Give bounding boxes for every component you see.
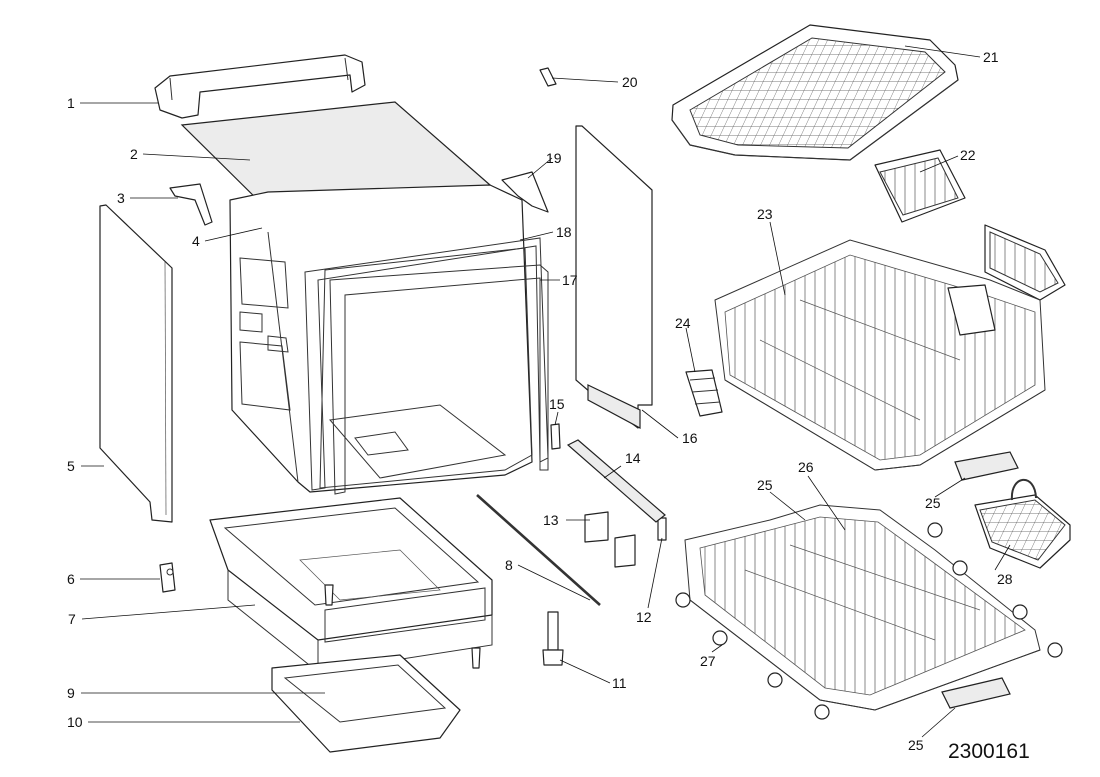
part-cutlery-tray [671, 24, 959, 161]
part-left-side-panel [99, 204, 173, 523]
part-left-bracket [169, 183, 213, 226]
callout-15: 15 [549, 396, 565, 412]
part-lower-basket [684, 504, 1041, 711]
part-bottom-plate [271, 654, 461, 753]
part-basket-adjuster [685, 369, 723, 417]
part-right-bracket [501, 171, 549, 213]
callout-8: 8 [505, 557, 513, 573]
callout-22: 22 [960, 147, 976, 163]
part-basket-adjuster [947, 284, 996, 336]
part-cutlery-basket [974, 478, 1071, 569]
part-basket-wheel [675, 522, 1063, 720]
callout-17: 17 [562, 272, 578, 288]
callout-18: 18 [556, 224, 572, 240]
drawing-number: 2300161 [948, 740, 1030, 763]
callout-28: 27 [700, 653, 716, 669]
part-small-valve [159, 562, 176, 593]
callout-20: 20 [622, 74, 638, 90]
callout-9: 9 [67, 685, 75, 701]
callout-25: 25 [925, 495, 941, 511]
callout-23: 23 [757, 206, 773, 222]
callout-2: 2 [130, 146, 138, 162]
part-tine-insert [874, 149, 966, 223]
callout-16: 16 [682, 430, 698, 446]
callout-11: 11 [612, 675, 627, 691]
callout-14: 14 [625, 450, 641, 466]
part-adjustable-foot [542, 611, 564, 666]
callout-1: 1 [67, 95, 75, 111]
callout-6: 6 [67, 571, 75, 587]
callout-4: 4 [192, 233, 200, 249]
callout-10: 10 [67, 714, 83, 730]
part-rod [476, 494, 601, 606]
callout-5: 5 [67, 458, 75, 474]
callout-29: 28 [997, 571, 1013, 587]
part-top-trim [154, 54, 366, 119]
callout-26: 25 [757, 477, 773, 493]
callout-21: 21 [983, 49, 999, 65]
part-door-seals [304, 237, 549, 495]
callout-13: 13 [543, 512, 559, 528]
part-base-frame [209, 497, 493, 674]
callout-12: 12 [636, 609, 652, 625]
callout-7: 7 [68, 611, 76, 627]
callout-24: 24 [675, 315, 691, 331]
part-hinge-set [550, 423, 667, 568]
callout-25-lower: 25 [908, 737, 924, 753]
part-tine-insert [984, 224, 1066, 301]
part-basket-handle [941, 677, 1011, 709]
part-basket-handle [954, 451, 1019, 481]
part-tub-body [229, 184, 533, 493]
leader-lines [80, 45, 1011, 738]
part-clip [539, 67, 557, 87]
callout-27: 26 [798, 459, 814, 475]
callout-3: 3 [117, 190, 125, 206]
callout-19: 19 [546, 150, 562, 166]
callout-labels: 1 2 3 4 5 6 7 8 9 10 11 12 13 14 15 16 1… [67, 49, 1030, 763]
part-right-side-panel [575, 125, 653, 430]
